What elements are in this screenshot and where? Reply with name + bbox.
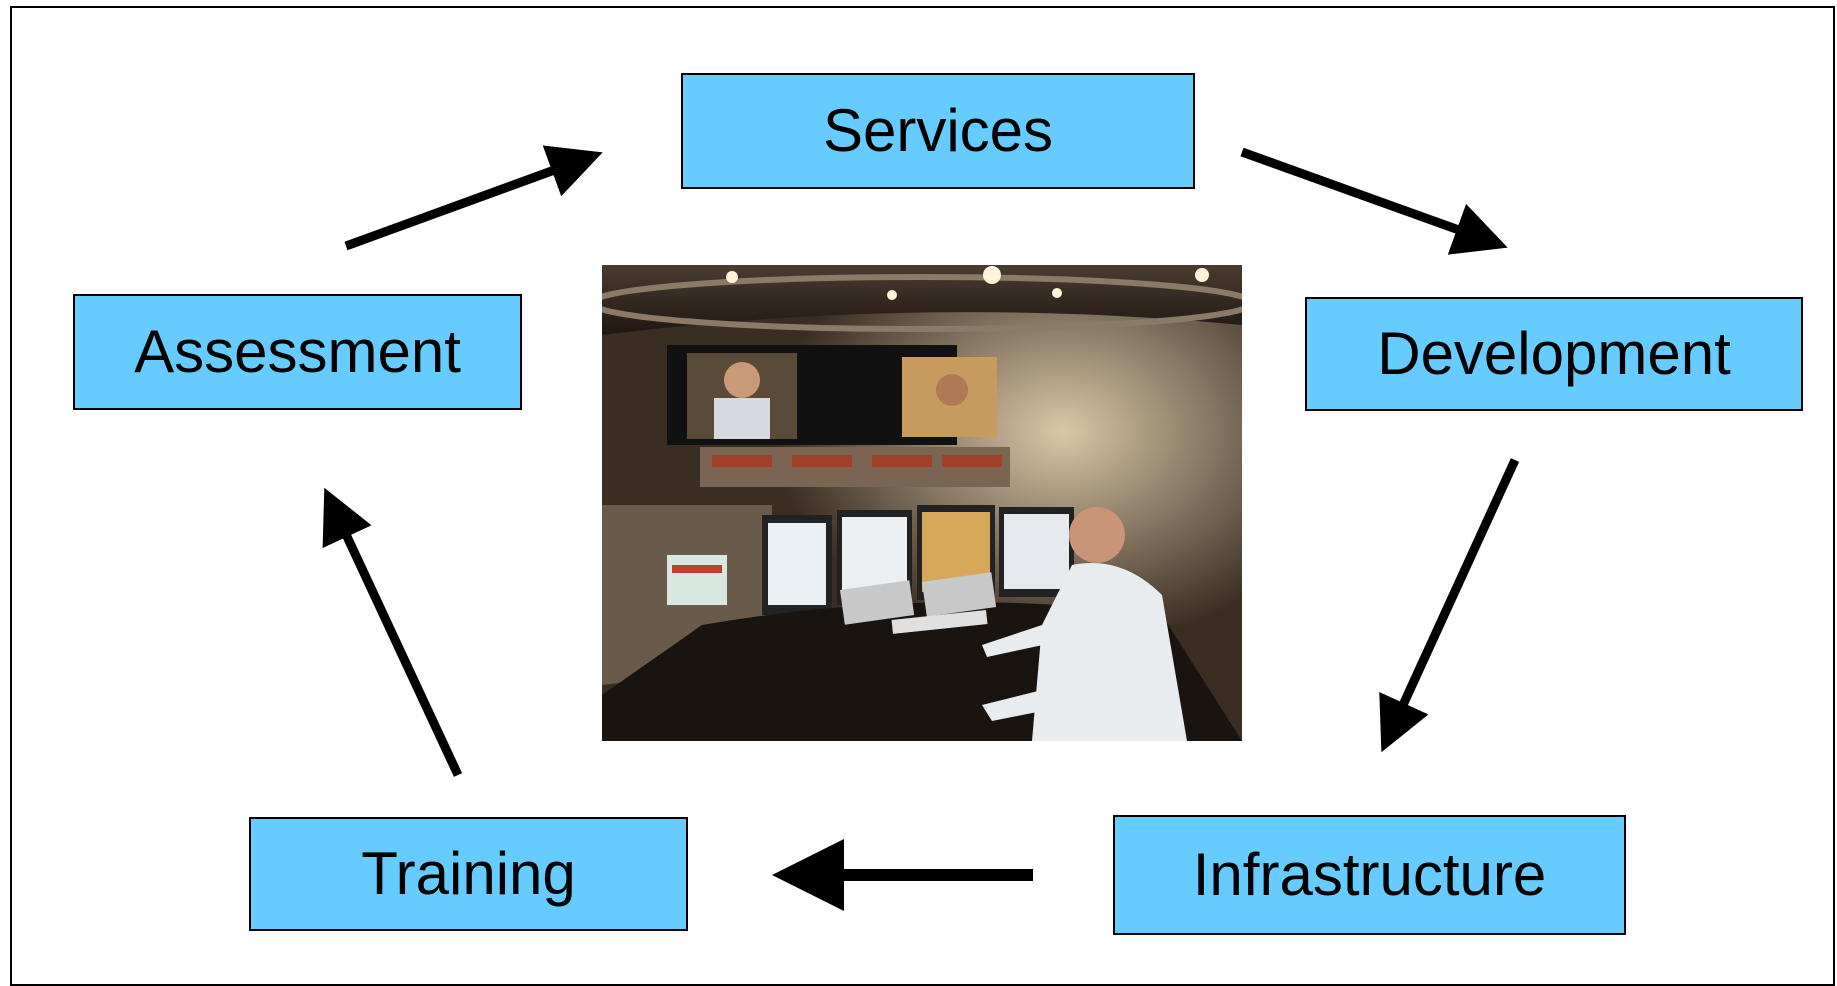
node-training[interactable]: Training: [249, 817, 688, 931]
node-development[interactable]: Development: [1305, 297, 1803, 411]
node-infrastructure-label: Infrastructure: [1192, 841, 1547, 908]
arrow-development-to-infrastructure: [1379, 458, 1520, 753]
arrow-assessment-to-services: [344, 145, 603, 251]
arrow-services-to-development: [1240, 147, 1508, 255]
node-services-label: Services: [822, 97, 1054, 164]
node-services[interactable]: Services: [681, 73, 1195, 189]
control-room-photo: [602, 265, 1242, 741]
node-training-label: Training: [361, 840, 576, 907]
arrow-training-to-assessment: [322, 487, 463, 777]
node-assessment[interactable]: Assessment: [73, 294, 522, 410]
node-development-label: Development: [1377, 320, 1731, 387]
node-infrastructure[interactable]: Infrastructure: [1113, 815, 1626, 935]
node-assessment-label: Assessment: [134, 318, 461, 385]
